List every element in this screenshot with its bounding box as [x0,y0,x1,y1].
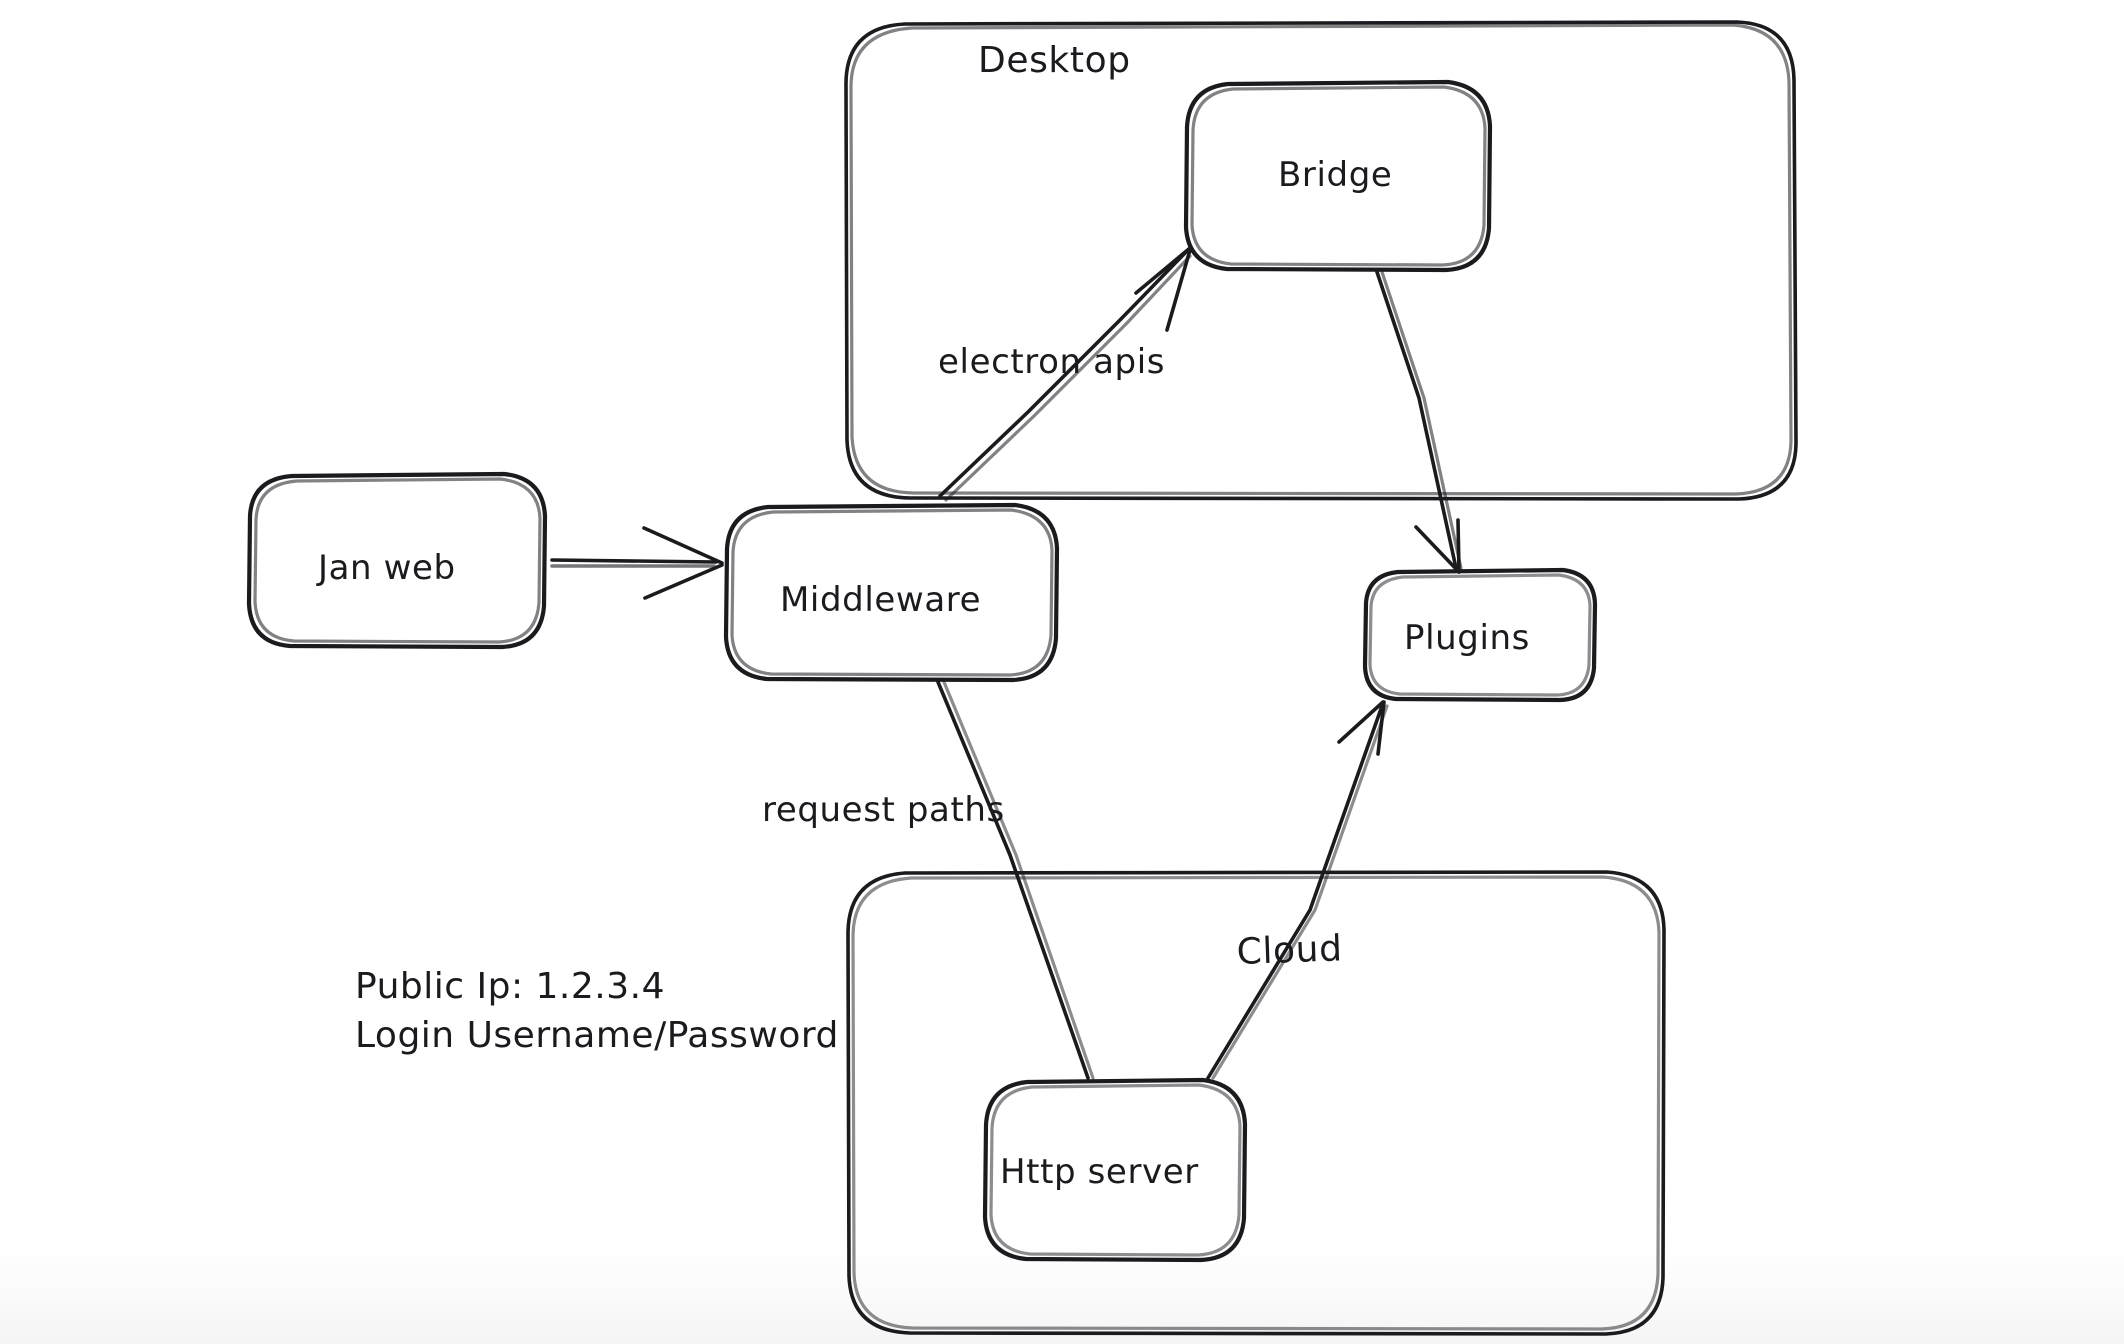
node-label-plugins: Plugins [1404,618,1530,658]
node-label-bridge: Bridge [1278,155,1393,195]
node-jan-web[interactable] [248,474,545,648]
node-middleware-outline [723,502,1060,683]
node-bridge[interactable] [1185,82,1490,270]
edge-http-server-to-plugins [1206,700,1389,1080]
edge-label-request-paths: request paths [762,790,1005,830]
node-plugins[interactable] [1365,570,1595,700]
edge-label-electron-apis: electron apis [938,342,1166,382]
edge-bridge-to-plugins [1375,270,1463,574]
node-http-server-outline [982,1077,1248,1263]
node-http-server[interactable] [985,1080,1245,1262]
group-desktop-outline [844,20,1798,501]
group-cloud-outline [846,870,1666,1336]
node-bridge-outline [1183,79,1493,273]
node-label-http-server: Http server [1000,1152,1199,1192]
public-ip-note: Public Ip: 1.2.3.4 Login Username/Passwo… [355,966,839,1056]
node-jan-web-outline [246,471,548,650]
node-label-middleware: Middleware [780,580,982,620]
node-plugins-outline [1362,567,1598,703]
edge-middleware-to-http-server [936,680,1095,1080]
node-label-jan-web: Jan web [318,548,456,588]
edge-middleware-to-bridge [938,246,1192,502]
group-label-desktop: Desktop [978,40,1131,81]
group-label-cloud: Cloud [1236,928,1344,973]
edge-jan-web-to-middleware [550,526,724,600]
node-middleware[interactable] [725,505,1057,680]
